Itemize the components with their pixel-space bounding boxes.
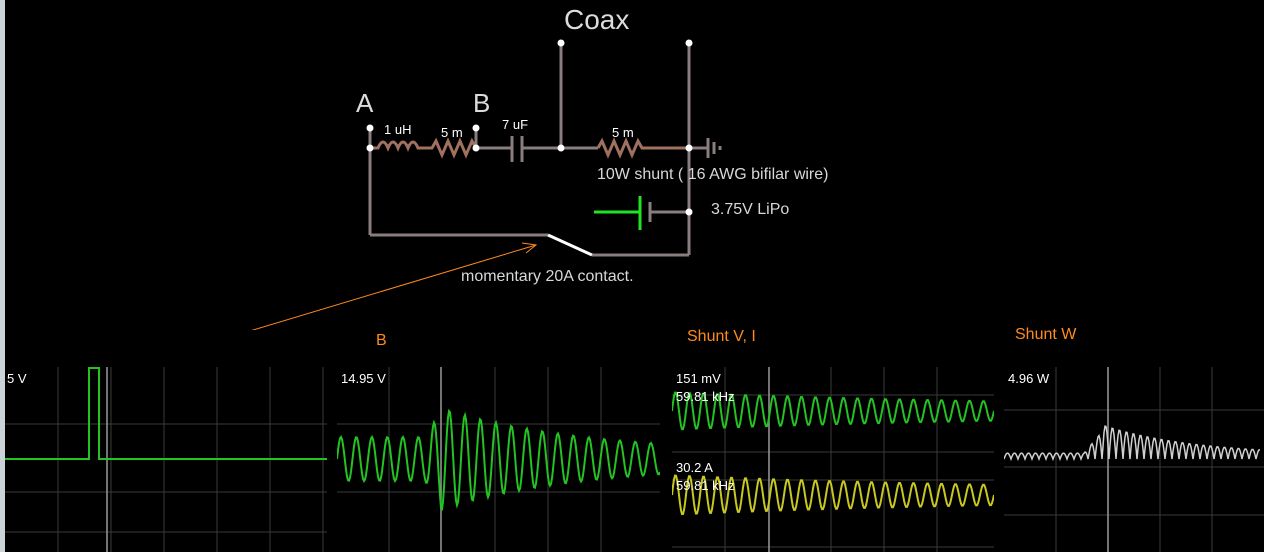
scope-b-title: B [376,332,387,349]
scope-a-trace [5,367,327,460]
shunt-voltage-trace [672,391,994,431]
scope-a-panel[interactable]: 5 V [5,367,327,552]
scope-shunt-w-title: Shunt W [1015,326,1077,343]
inductor-label: 1 uH [384,122,412,137]
arrow-head [521,242,538,254]
coax-label: Coax [564,4,630,35]
switch-blade [547,233,593,257]
shunt-voltage-freq: 59.81 kHz [676,389,735,404]
resistor-1-symbol [424,137,478,159]
shunt-power-readout: 4.96 W [1008,371,1050,386]
window-edge [0,0,5,552]
coax-left-terminal [557,39,565,47]
shunt-power-trace [1004,425,1260,462]
circuit-diagram [251,39,722,330]
switch-note: momentary 20A contact. [461,268,634,285]
node-a-dot [366,124,374,132]
shunt-current-trace [672,474,994,516]
inductor-symbol [370,140,424,152]
node-b-dot [472,124,480,132]
resistor-1-label: 5 m [441,125,463,140]
scope-a-plot [5,367,327,552]
resistor-2-label: 5 m [612,125,634,140]
capacitor-label: 7 uF [502,117,529,132]
scope-shunt-vi-title: Shunt V, I [687,328,756,345]
scope-b-trace [337,408,660,511]
annotation-arrow [251,244,537,330]
scope-b-panel[interactable]: 14.95 V [337,367,660,552]
shunt-voltage-readout: 151 mV [676,371,721,386]
scope-shunt-w-panel[interactable]: 4.96 W [1004,367,1264,552]
resistor-2-symbol [596,137,690,159]
node-a-label: A [356,88,374,118]
battery-label: 3.75V LiPo [711,201,790,218]
scope-b-readout: 14.95 V [341,371,386,386]
node-b-label: B [473,88,491,118]
scope-shunt-vi-panel[interactable]: 151 mV 59.81 kHz 30.2 A 59.81 kHz [672,367,994,552]
coax-right-terminal [685,39,693,47]
shunt-current-freq: 59.81 kHz [676,478,735,493]
shunt-current-readout: 30.2 A [676,460,713,475]
scope-a-readout: 5 V [7,371,27,386]
shunt-note: 10W shunt ( 16 AWG bifilar wire) [597,166,829,183]
